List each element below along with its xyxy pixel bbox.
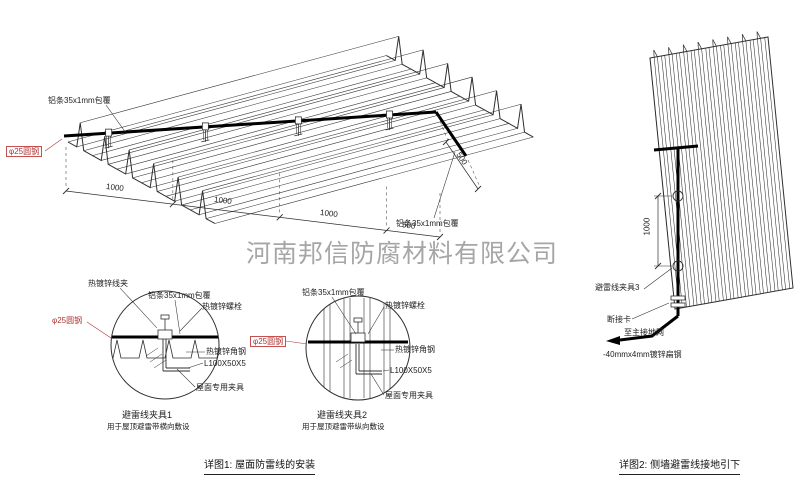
clamp1-label-wire-clip: 热镀锌线夹 [88,279,128,288]
detail2-caption: 详图2: 侧墙避雷线接地引下 [619,456,741,475]
label-alu-strip-slope: 铝条35x1mm包覆 [396,219,459,228]
dim-label-1000-wall: 1000 [642,217,652,236]
clamp1-label-roof-clamp: 屋面专用夹具 [196,383,244,392]
dim-label-500: 500 [401,220,416,231]
label-flat-steel: -40mmx4mm镀锌扁钢 [603,350,682,359]
label-to-ground: 至主接地网 [624,328,664,337]
watermark-text: 河南邦信防腐材料有限公司 [246,240,559,268]
clamp2-label-roof-clamp: 屋面专用夹具 [385,391,433,400]
clamp1-label-angle-steel: 热镀锌角钢 [206,347,246,356]
clamp1-label-round-steel: φ25圆钢 [52,316,83,325]
clamp1-label-alu-strip: 铝条35x1mm包覆 [148,291,211,300]
clamp1-label-bolt: 热镀锌螺栓 [202,302,242,311]
label-disconnect-card: 断接卡 [607,315,631,324]
dim-label-1000-3: 1000 [319,207,339,220]
dim-label-1000-2: 1000 [213,194,233,207]
label-alu-strip-top: 铝条35x1mm包覆 [48,96,111,105]
clamp2-label-angle-steel: 热镀锌角钢 [395,345,435,354]
clamp2-title: 避雷线夹具2 [317,410,368,420]
clamp2-subtitle: 用于屋顶避雷带纵向敷设 [302,422,385,431]
clamp2-label-alu-strip: 铝条35x1mm包覆 [302,288,365,297]
label-clamp3: 避雷线夹具3 [595,283,640,292]
label-round-steel-roof: φ25圆钢 [6,146,43,158]
clamp1-title: 避雷线夹具1 [122,410,173,420]
clamp2-label-round-steel: φ25圆钢 [250,336,287,348]
clamp2-label-bolt: 热镀锌螺栓 [385,301,425,310]
dim-label-1000-1: 1000 [105,181,125,194]
clamp1-label-angle-spec: L100X50X5 [204,359,246,368]
clamp2-label-angle-spec: L100X50X5 [390,366,432,375]
detail1-caption: 详图1: 屋面防雷线的安装 [204,456,316,475]
clamp1-subtitle: 用于屋顶避雷带横向敷设 [107,422,190,431]
